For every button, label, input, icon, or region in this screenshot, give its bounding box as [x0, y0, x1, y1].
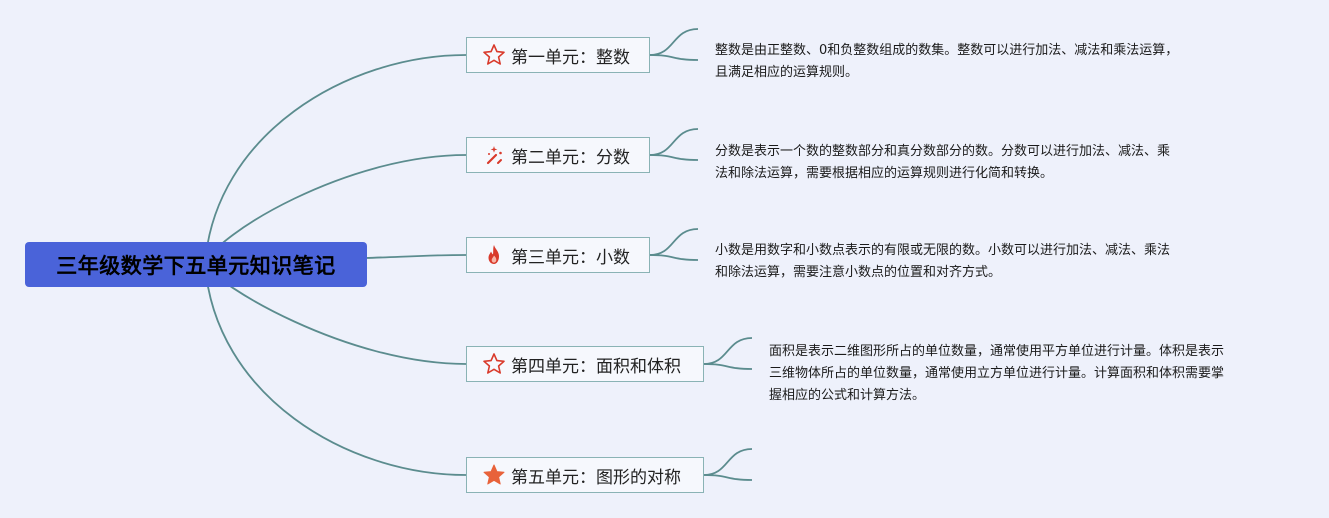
connector-topic-to-note [649, 228, 699, 256]
connector-root-to-topic [204, 263, 467, 476]
note-unit-1: 整数是由正整数、0和负整数组成的数集。整数可以进行加法、减法和乘法运算， 且满足… [715, 40, 1178, 84]
star-outline-icon [481, 351, 507, 377]
connector-topic-to-note [703, 337, 753, 365]
connector-topic-to-note [649, 128, 699, 156]
connector-topic-to-note [649, 154, 699, 161]
note-line: 面积是表示二维图形所占的单位数量，通常使用平方单位进行计量。体积是表示 [769, 344, 1225, 359]
connector-topic-to-note [703, 448, 753, 476]
connector-topic-to-note [649, 28, 699, 56]
note-line: 和除法运算，需要注意小数点的位置和对齐方式。 [715, 265, 1002, 280]
star-outline-icon [481, 42, 507, 68]
star-filled-icon [481, 462, 507, 488]
connector-topic-to-note [703, 474, 753, 481]
topic-label: 第一单元：整数 [511, 47, 630, 68]
root-topic[interactable]: 三年级数学下五单元知识笔记 [25, 242, 367, 287]
note-unit-2: 分数是表示一个数的整数部分和真分数部分的数。分数可以进行加法、减法、乘 法和除法… [715, 141, 1170, 185]
note-line: 整数是由正整数、0和负整数组成的数集。整数可以进行加法、减法和乘法运算， [715, 43, 1179, 58]
connector-topic-to-note [703, 363, 753, 370]
note-line: 法和除法运算，需要根据相应的运算规则进行化简和转换。 [715, 166, 1054, 181]
note-line: 握相应的公式和计算方法。 [769, 388, 926, 403]
topic-label: 第四单元：面积和体积 [511, 356, 681, 377]
connector-root-to-topic [204, 54, 467, 265]
connector-root-to-topic [364, 254, 467, 259]
note-unit-4: 面积是表示二维图形所占的单位数量，通常使用平方单位进行计量。体积是表示 三维物体… [769, 341, 1224, 407]
note-unit-3: 小数是用数字和小数点表示的有限或无限的数。小数可以进行加法、减法、乘法 和除法运… [715, 240, 1170, 284]
topic-unit-4[interactable]: 第四单元：面积和体积 [466, 346, 704, 382]
fire-icon [481, 242, 507, 268]
topic-unit-1[interactable]: 第一单元：整数 [466, 37, 650, 73]
connector-topic-to-note [649, 254, 699, 261]
note-line: 三维物体所占的单位数量，通常使用立方单位进行计量。计算面积和体积需要掌 [769, 366, 1225, 381]
note-line: 分数是表示一个数的整数部分和真分数部分的数。分数可以进行加法、减法、乘 [715, 144, 1171, 159]
note-line: 小数是用数字和小数点表示的有限或无限的数。小数可以进行加法、减法、乘法 [715, 243, 1171, 258]
topic-unit-3[interactable]: 第三单元：小数 [466, 237, 650, 273]
topic-unit-5[interactable]: 第五单元：图形的对称 [466, 457, 704, 493]
topic-label: 第二单元：分数 [511, 147, 630, 168]
sparkle-wand-icon [481, 142, 507, 168]
topic-label: 第五单元：图形的对称 [511, 467, 681, 488]
root-title: 三年级数学下五单元知识笔记 [56, 253, 336, 278]
topic-label: 第三单元：小数 [511, 247, 630, 268]
note-line: 且满足相应的运算规则。 [715, 65, 859, 80]
connector-topic-to-note [649, 54, 699, 61]
topic-unit-2[interactable]: 第二单元：分数 [466, 137, 650, 173]
